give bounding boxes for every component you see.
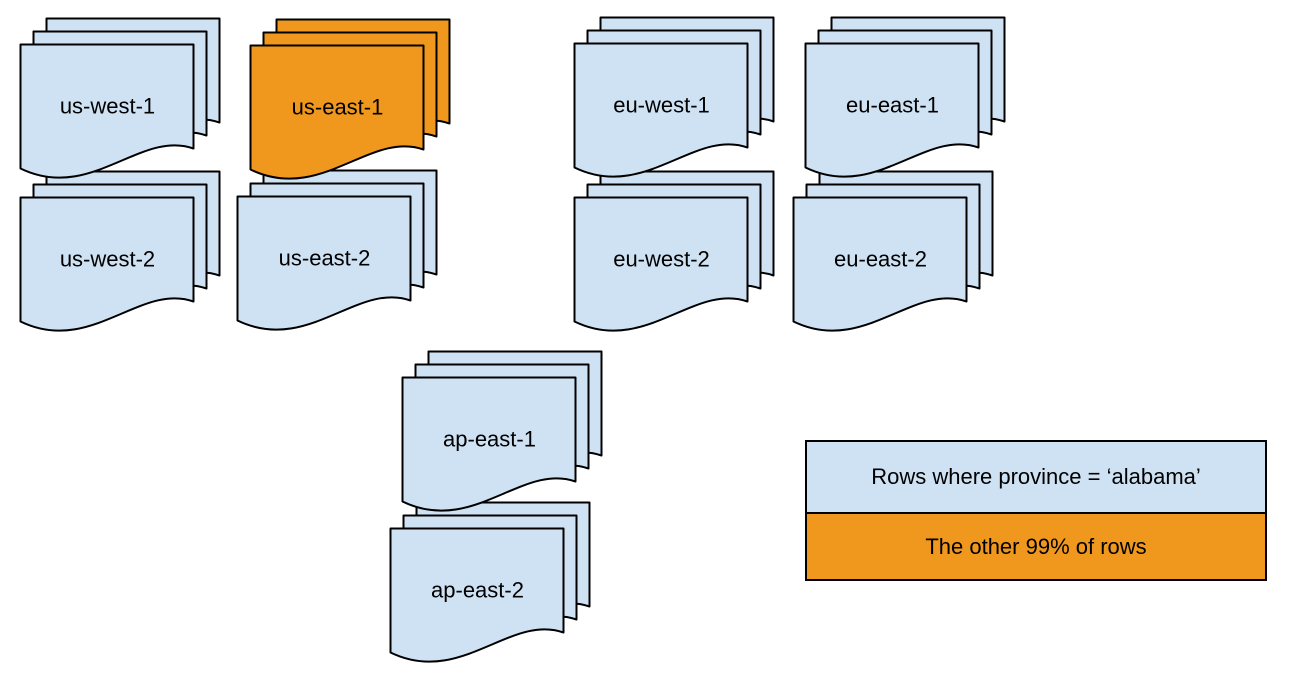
document-pages-icon xyxy=(573,16,775,178)
document-stack-ap-east-2: ap-east-2 xyxy=(389,501,592,666)
stack-label: us-east-2 xyxy=(279,246,371,271)
document-page-front xyxy=(573,42,749,178)
stack-label: eu-west-1 xyxy=(613,93,710,118)
stack-label: eu-east-1 xyxy=(846,93,939,118)
stack-label: eu-west-2 xyxy=(613,247,710,272)
document-stack-eu-east-2: eu-east-2 xyxy=(792,170,995,335)
document-pages-icon xyxy=(389,501,591,663)
document-page-front xyxy=(19,43,195,179)
stack-label: us-east-1 xyxy=(292,95,384,120)
legend-row-alabama-label: Rows where province = ‘alabama’ xyxy=(871,464,1201,489)
stack-label: eu-east-2 xyxy=(834,247,927,272)
document-stack-eu-east-1: eu-east-1 xyxy=(804,16,1007,181)
document-stack-us-east-1: us-east-1 xyxy=(249,18,452,183)
document-page-front xyxy=(19,196,195,332)
stack-label: ap-east-1 xyxy=(443,427,536,452)
document-page-front xyxy=(804,42,980,178)
document-pages-icon xyxy=(804,16,1006,178)
legend: Rows where province = ‘alabama’ The othe… xyxy=(805,440,1267,581)
document-page-front xyxy=(236,195,412,331)
document-stack-us-east-2: us-east-2 xyxy=(236,169,439,334)
document-pages-icon xyxy=(792,170,994,332)
document-pages-icon xyxy=(249,18,451,180)
stack-label: us-west-1 xyxy=(60,94,155,119)
stack-label: ap-east-2 xyxy=(431,578,524,603)
legend-row-other-rows-label: The other 99% of rows xyxy=(925,533,1147,559)
stack-label: us-west-2 xyxy=(60,247,155,272)
document-page-front xyxy=(249,44,425,180)
document-page-front xyxy=(792,196,968,332)
document-stack-us-west-1: us-west-1 xyxy=(19,17,222,182)
document-stack-us-west-2: us-west-2 xyxy=(19,170,222,335)
document-pages-icon xyxy=(401,350,603,512)
legend-row-other-rows: The other 99% of rows xyxy=(807,514,1265,579)
legend-row-alabama: Rows where province = ‘alabama’ xyxy=(807,442,1265,514)
document-page-front xyxy=(573,196,749,332)
document-pages-icon xyxy=(573,170,775,332)
document-page-front xyxy=(389,527,565,663)
document-page-front xyxy=(401,376,577,512)
document-stack-ap-east-1: ap-east-1 xyxy=(401,350,604,515)
document-stack-eu-west-1: eu-west-1 xyxy=(573,16,776,181)
document-pages-icon xyxy=(19,17,221,179)
document-pages-icon xyxy=(236,169,438,331)
document-pages-icon xyxy=(19,170,221,332)
document-stack-eu-west-2: eu-west-2 xyxy=(573,170,776,335)
